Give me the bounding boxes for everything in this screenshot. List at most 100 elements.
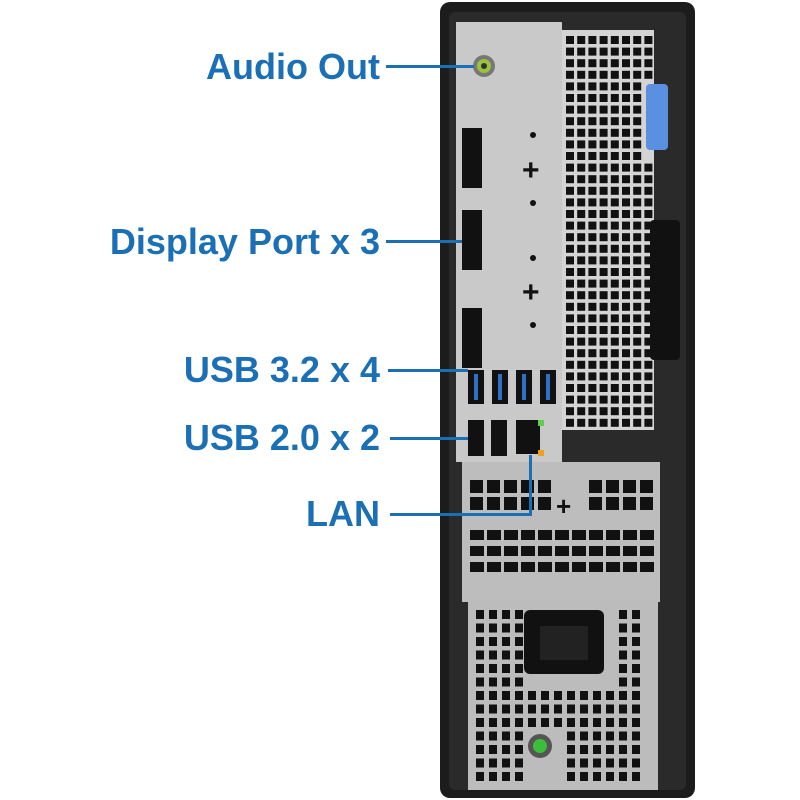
vent-hole (489, 745, 497, 754)
vent-hole (515, 623, 523, 633)
vent-hole (632, 718, 640, 727)
vent-hole (566, 326, 574, 334)
vent-hole (633, 256, 642, 265)
vent-hole (577, 268, 586, 276)
callout-line-lan (390, 513, 532, 516)
vent-hole (554, 704, 562, 714)
vent-hole (593, 704, 601, 714)
vent-hole (589, 480, 602, 493)
vent-hole (476, 704, 484, 714)
vent-hole (566, 384, 574, 392)
vent-hole (502, 691, 510, 700)
vent-hole (610, 418, 619, 427)
vent-hole (599, 210, 608, 218)
vent-hole (502, 677, 510, 687)
vent-hole (566, 59, 574, 68)
vent-hole (476, 718, 484, 727)
vent-hole (610, 36, 619, 44)
vent-hole (521, 480, 534, 493)
vent-hole (588, 59, 597, 68)
vent-hole (599, 140, 608, 149)
vent-hole (588, 210, 597, 218)
vent-hole (622, 221, 630, 230)
vent-hole (610, 70, 619, 79)
vent-hole (633, 210, 642, 218)
vent-hole (566, 152, 574, 160)
vent-hole (644, 360, 653, 369)
vent-hole (487, 497, 500, 510)
vent-hole (619, 650, 627, 660)
vent-hole (489, 704, 497, 714)
vent-hole (588, 244, 597, 253)
vent-hole (566, 105, 574, 114)
vent-hole (580, 718, 588, 727)
vent-hole (538, 497, 551, 510)
vent-hole (515, 664, 523, 673)
vent-hole (623, 562, 637, 572)
vent-hole (555, 562, 569, 572)
vent-hole (633, 94, 642, 102)
vent-hole (599, 302, 608, 311)
vent-hole (644, 384, 653, 392)
vent-hole (623, 480, 636, 493)
vent-hole (489, 758, 497, 768)
vent-hole (619, 731, 627, 741)
vent-hole (599, 360, 608, 369)
vent-hole (610, 186, 619, 195)
usb32-ports (468, 370, 556, 404)
vent-hole (633, 418, 642, 427)
label-audio-out: Audio Out (206, 46, 380, 87)
vent-hole (606, 480, 619, 493)
vent-hole (622, 105, 630, 114)
vent-hole (633, 36, 642, 44)
vent-hole (644, 70, 653, 79)
vent-hole (521, 546, 535, 556)
vent-hole (566, 47, 574, 56)
vent-hole (566, 82, 574, 91)
vent-hole (588, 279, 597, 288)
vent-hole (640, 480, 653, 493)
vent-hole (489, 718, 497, 727)
vent-hole (577, 47, 586, 56)
vent-hole (599, 94, 608, 102)
vent-hole (606, 772, 614, 781)
vent-hole (538, 546, 552, 556)
vent-hole (502, 664, 510, 673)
vent-hole (622, 186, 630, 195)
vent-hole (610, 360, 619, 369)
vent-hole (489, 677, 497, 687)
vent-hole (619, 677, 627, 687)
vent-hole (588, 384, 597, 392)
vent-hole (599, 198, 608, 207)
vent-hole (538, 530, 552, 540)
vent-hole (644, 279, 653, 288)
vent-hole (619, 704, 627, 714)
vent-hole (489, 664, 497, 673)
vent-hole (622, 372, 630, 381)
vent-hole (566, 163, 574, 172)
vent-hole (610, 198, 619, 207)
label-lan: LAN (306, 493, 380, 534)
vent-hole (489, 731, 497, 741)
vent-hole (619, 610, 627, 619)
vent-hole (599, 221, 608, 230)
vent-hole (476, 772, 484, 781)
vent-hole (577, 244, 586, 253)
vent-hole (632, 677, 640, 687)
vent-hole (610, 47, 619, 56)
vent-hole (599, 105, 608, 114)
vent-hole (577, 256, 586, 265)
vent-hole (633, 314, 642, 323)
vent-hole (588, 70, 597, 79)
vent-hole (577, 326, 586, 334)
vent-hole (610, 314, 619, 323)
vent-hole (577, 395, 586, 404)
vent-hole (610, 279, 619, 288)
vent-hole (632, 610, 640, 619)
vent-hole (577, 372, 586, 381)
vent-hole (566, 418, 574, 427)
vent-hole (610, 82, 619, 91)
vent-hole (644, 314, 653, 323)
vent-hole (504, 480, 517, 493)
